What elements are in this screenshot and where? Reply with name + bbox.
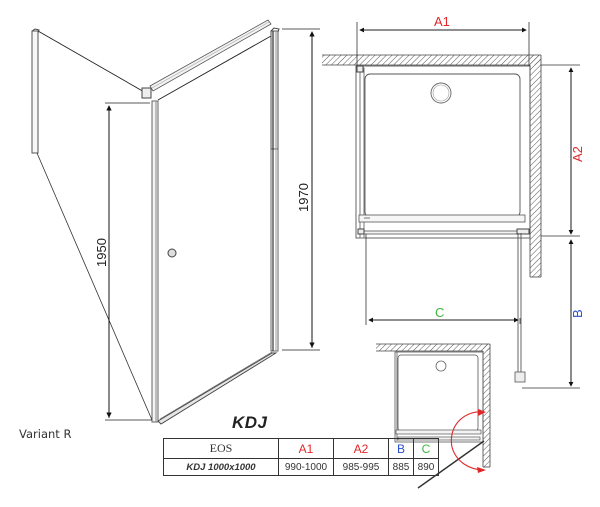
spec-table: EOS A1 A2 B C KDJ 1000x1000 990-1000 985… — [163, 438, 439, 476]
header-eos: EOS — [163, 438, 279, 459]
cell-c: 890 — [413, 458, 439, 476]
dimension-b — [522, 239, 580, 389]
cell-a1: 990-1000 — [278, 458, 334, 476]
spec-table-header: EOS A1 A2 B C — [163, 438, 439, 459]
isometric-view — [31, 19, 280, 425]
header-a1: A1 — [278, 438, 334, 459]
header-c: C — [413, 438, 439, 459]
dim-a2-label: A2 — [570, 146, 585, 162]
model-title: KDJ — [232, 413, 268, 432]
cell-b: 885 — [388, 458, 414, 476]
dim-b-label: B — [570, 309, 585, 318]
dim-1970-label: 1970 — [296, 183, 311, 212]
plan-view — [322, 54, 542, 383]
header-a2: A2 — [333, 438, 389, 459]
cell-a2: 985-995 — [333, 458, 389, 476]
cell-model: KDJ 1000x1000 — [163, 458, 279, 476]
dimension-1970 — [282, 28, 320, 351]
dimension-a2 — [541, 64, 580, 237]
header-b: B — [388, 438, 414, 459]
dim-1950-label: 1950 — [94, 238, 109, 267]
dimension-a1 — [356, 22, 530, 66]
dimension-1950 — [105, 102, 152, 421]
bottom-diagonal-left — [36, 152, 153, 421]
dim-c-label: C — [435, 305, 444, 320]
left-fixed-panel — [31, 30, 39, 154]
variant-label: Variant R — [19, 427, 72, 441]
table-row: KDJ 1000x1000 990-1000 985-995 885 890 — [163, 458, 439, 476]
dim-a1-label: A1 — [434, 14, 450, 29]
